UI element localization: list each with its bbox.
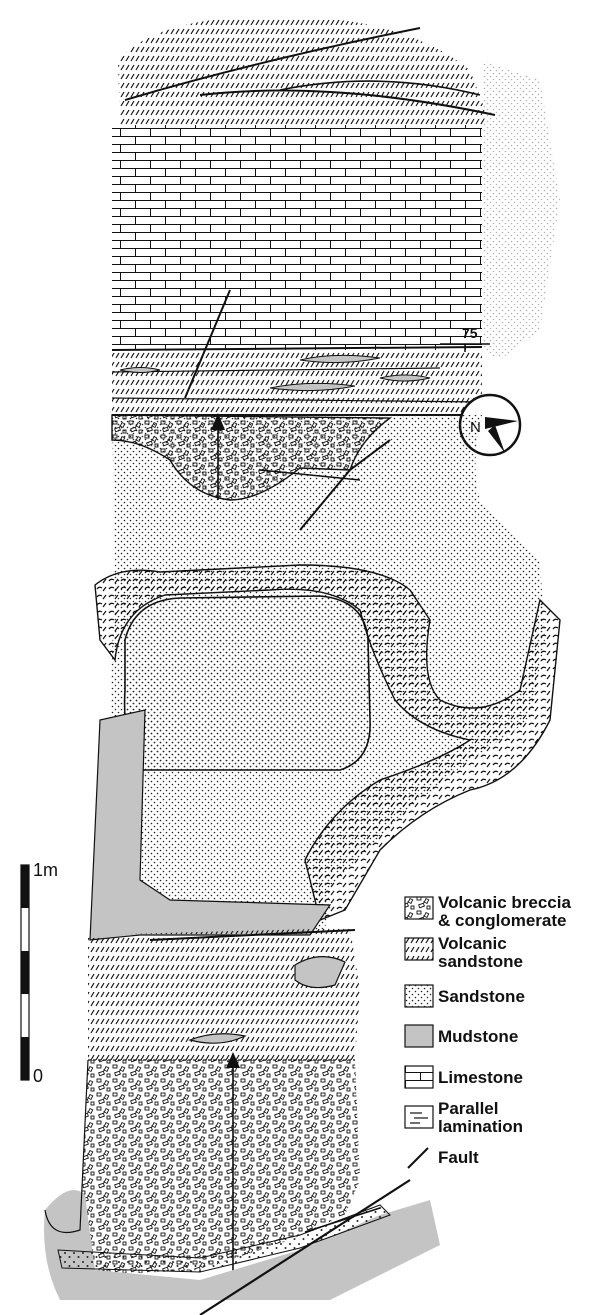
scale-bottom-label: 0: [33, 1066, 43, 1086]
legend-label-breccia-line1: Volcanic breccia: [438, 893, 571, 912]
legend-swatch-sandstone: [405, 985, 433, 1007]
legend-label-sandstone: Sandstone: [438, 987, 525, 1006]
mudstone-lens: [120, 368, 160, 373]
upper-volcanic-sandstone-unit: [118, 18, 485, 125]
legend-swatch-lamination: [405, 1106, 433, 1128]
limestone-unit: [112, 125, 482, 350]
legend-label-volcanic-sandstone-line1: Volcanic: [438, 934, 507, 953]
scale-top-label: 1m: [33, 860, 58, 880]
legend-label-volcanic-sandstone-line2: sandstone: [438, 952, 523, 971]
sandstone-block-outline: [125, 596, 371, 770]
outcrop-edge-stipple: [482, 60, 560, 360]
legend-label-limestone: Limestone: [438, 1068, 523, 1087]
legend-label-breccia-line2: & conglomerate: [438, 911, 566, 930]
legend-swatch-volcanic-sandstone: [405, 938, 433, 960]
dip-value: 75: [462, 325, 478, 341]
legend-label-lamination-line1: Parallel: [438, 1099, 499, 1118]
middle-volcanic-sandstone-band: [112, 350, 482, 415]
legend-label-lamination-line2: lamination: [438, 1117, 523, 1136]
legend-label-mudstone: Mudstone: [438, 1027, 518, 1046]
scale-bar: 1m 0: [21, 860, 58, 1086]
legend-swatch-limestone: [405, 1066, 433, 1088]
legend-swatch-breccia: [405, 897, 433, 919]
legend-label-fault: Fault: [438, 1148, 479, 1167]
legend: Volcanic breccia & conglomerate Volcanic…: [405, 893, 571, 1168]
legend-swatch-mudstone: [405, 1025, 433, 1047]
legend-swatch-fault: [408, 1148, 428, 1168]
